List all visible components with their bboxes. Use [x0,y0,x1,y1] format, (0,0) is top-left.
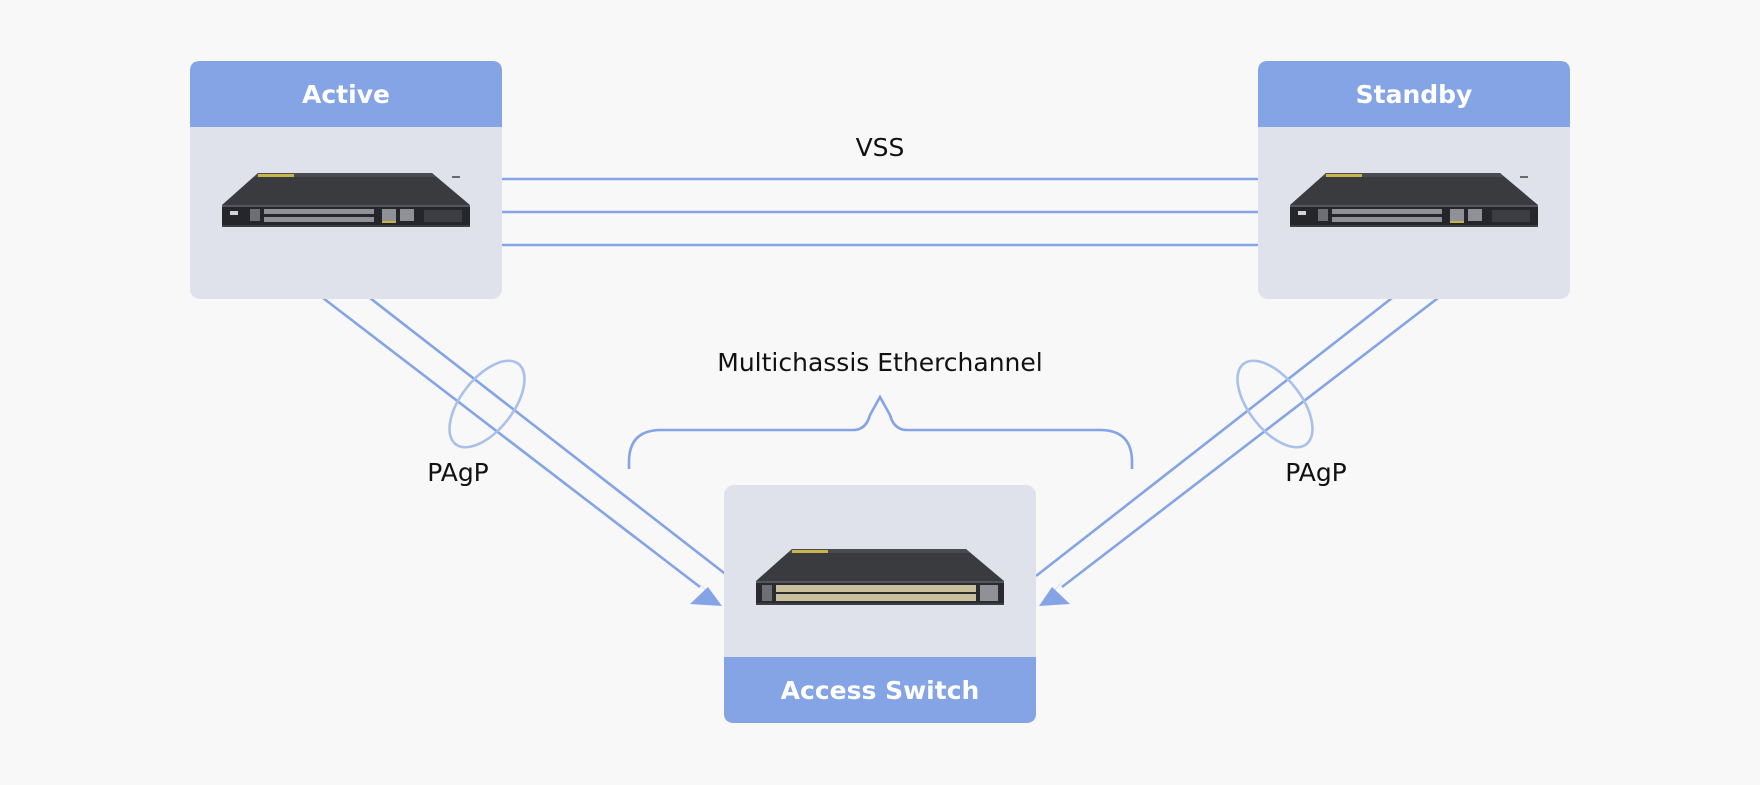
standby-header [1258,61,1570,127]
vss-links [500,177,1260,247]
uplink-standby-2 [1061,296,1439,589]
core-switch-icon [222,173,470,227]
arrow-head-right [1039,587,1070,606]
active-node[interactable]: Active [190,61,502,299]
right-uplinks [1035,296,1439,606]
arrow-head-left [690,587,722,606]
access-node[interactable]: Access Switch [724,485,1036,723]
pagp-bundle-ring-right [1236,359,1314,449]
access-switch-icon [756,549,1004,605]
active-header [190,61,502,127]
mec-label: Multichassis Etherchannel [717,348,1042,377]
uplink-active-1 [322,296,701,589]
pagp-bundle-ring-left [448,359,526,449]
core-switch-icon [1290,173,1538,227]
pagp-label-left: PAgP [427,458,489,487]
uplink-standby-1 [1035,296,1393,578]
vss-label: VSS [856,133,905,162]
standby-title: Standby [1356,80,1473,109]
active-title: Active [302,80,390,109]
standby-node[interactable]: Standby [1258,61,1570,299]
uplink-active-2 [369,296,729,578]
access-title: Access Switch [781,676,980,705]
left-uplinks [322,296,729,606]
access-header [724,657,1036,723]
arrow-head-right [1039,580,1064,606]
pagp-label-right: PAgP [1285,458,1347,487]
mec-brace [627,394,1134,469]
